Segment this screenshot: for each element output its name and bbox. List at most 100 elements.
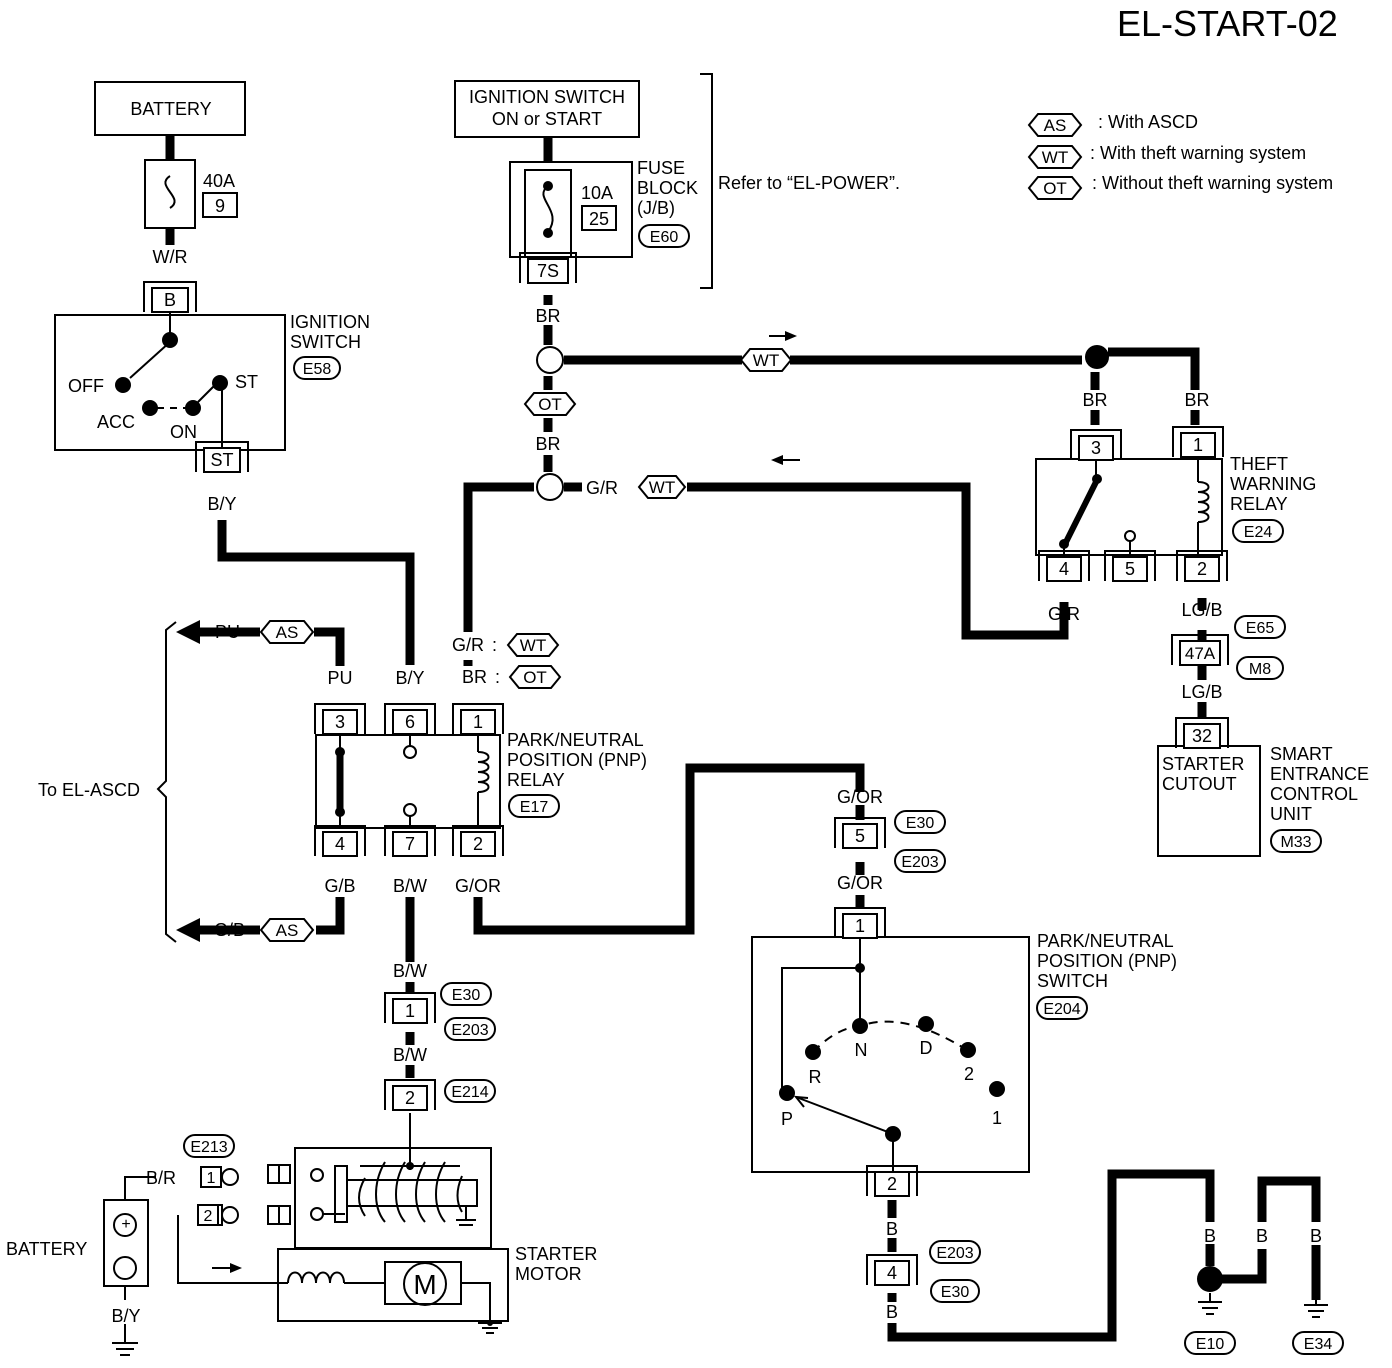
conn-relay-1: 1	[452, 703, 504, 735]
theft-relay-line3: RELAY	[1230, 494, 1288, 514]
starter-term-1-label: 1	[207, 1170, 216, 1187]
wire-g-b-bottom: G/B	[214, 920, 245, 940]
conn-5: 5	[834, 817, 886, 849]
code-e10-label: E10	[1196, 1336, 1225, 1353]
code-e203-b-w-label: E203	[451, 1022, 488, 1039]
conn-relay-3-label: 3	[335, 712, 345, 732]
pnp-pos-r: R	[809, 1067, 822, 1087]
wire-b-w-lower: B/W	[393, 1045, 427, 1065]
conn-relay-6-label: 6	[405, 712, 415, 732]
label-boxes	[94, 80, 640, 231]
wire-b-w-relay: B/W	[393, 876, 427, 896]
wire-b-y-battery: B/Y	[111, 1306, 140, 1326]
code-e203-g-or-label: E203	[901, 854, 938, 871]
conn-theft-1: 1	[1172, 426, 1224, 458]
conn-theft-2: 2	[1176, 550, 1228, 582]
conn-theft-2-label: 2	[1197, 559, 1207, 579]
conn-relay-6: 6	[384, 703, 436, 735]
fuse-block-code: E60	[638, 224, 690, 248]
code-e30-g-or: E30	[894, 810, 946, 834]
pnp-switch-code: E204	[1036, 996, 1088, 1020]
pnp-relay-code-label: E17	[520, 799, 549, 816]
wire-b-ground-2: B	[1256, 1226, 1268, 1246]
thin-wires	[124, 1113, 1317, 1343]
colon-br: :	[495, 667, 500, 687]
wire-g-or-relay: G/OR	[455, 876, 501, 896]
smart-unit-line4: UNIT	[1270, 804, 1312, 824]
battery-top-label: BATTERY	[130, 99, 211, 119]
battery-plus-sign: +	[121, 1216, 130, 1233]
starter-motor-line1: STARTER	[515, 1244, 597, 1264]
code-e214: E214	[444, 1079, 496, 1103]
code-e203-b: E203	[929, 1240, 981, 1264]
fuse-number: 25	[589, 209, 609, 229]
conn-theft-3-label: 3	[1091, 438, 1101, 458]
conn-relay-1-label: 1	[473, 712, 483, 732]
wire-b-pnp-upper: B	[886, 1219, 898, 1239]
pnp-pos-n: N	[855, 1040, 868, 1060]
code-e214-label: E214	[451, 1084, 488, 1101]
pnp-relay-code: E17	[508, 794, 560, 818]
wt-tag-top-label: WT	[753, 351, 779, 370]
theft-warning-relay-body	[1035, 458, 1261, 857]
smart-unit-code-label: M33	[1280, 834, 1311, 851]
theft-relay-code: E24	[1232, 519, 1284, 543]
legend-as-text: : With ASCD	[1098, 112, 1198, 132]
code-e65: E65	[1234, 615, 1286, 639]
as-tag-top-label: AS	[276, 623, 299, 642]
conn-b: B	[143, 281, 197, 313]
conn-relay-7-label: 7	[405, 834, 415, 854]
wire-pu-relay: PU	[327, 668, 352, 688]
pnp-switch-line3: SWITCH	[1037, 971, 1108, 991]
conn-theft-5-label: 5	[1125, 559, 1135, 579]
conn-st-label: ST	[210, 450, 233, 470]
ignition-pos-acc: ACC	[97, 412, 135, 432]
code-e30-b-label: E30	[941, 1284, 970, 1301]
conn-pnp-1-label: 1	[855, 916, 865, 936]
pnp-pos-d: D	[920, 1038, 933, 1058]
conn-4: 4	[866, 1254, 918, 1286]
as-tag-bottom-label: AS	[276, 921, 299, 940]
fuse-block-line3: (J/B)	[637, 198, 675, 218]
wire-br-fuse: BR	[535, 306, 560, 326]
code-e34: E34	[1292, 1331, 1344, 1355]
conn-theft-4: 4	[1038, 550, 1090, 582]
conn-theft-5: 5	[1104, 550, 1156, 582]
pnp-pos-1: 1	[992, 1108, 1002, 1128]
pnp-relay-line1: PARK/NEUTRAL	[507, 730, 644, 750]
conn-47a	[1171, 634, 1229, 666]
legend-as-tag: AS	[1027, 113, 1083, 137]
wire-g-r-wt: G/R	[452, 635, 484, 655]
code-e65-label: E65	[1246, 620, 1275, 637]
wt-tag-relay: WT	[506, 633, 560, 657]
refer-note: Refer to “EL-POWER”.	[718, 173, 900, 193]
ignition-switch-line2: SWITCH	[290, 332, 361, 352]
code-e213-label: E213	[190, 1139, 227, 1156]
starter-motor-line2: MOTOR	[515, 1264, 582, 1284]
wire-w-r: W/R	[153, 247, 188, 267]
conn-relay-4: 4	[314, 825, 366, 857]
ignition-power-line2: ON or START	[492, 109, 602, 129]
conn-relay-2: 2	[452, 825, 504, 857]
wire-pu-top: PU	[215, 622, 240, 642]
conn-7s: 7S	[519, 252, 577, 284]
pnp-switch-body	[751, 936, 1030, 1178]
starter-term-2: 2	[197, 1204, 219, 1226]
page-title: EL-START-02	[1117, 3, 1338, 44]
wt-tag-relay-label: WT	[520, 636, 546, 655]
pnp-switch-code-label: E204	[1043, 1001, 1080, 1018]
legend-ot-tag-label: OT	[1043, 179, 1067, 198]
code-e30-g-or-label: E30	[906, 815, 935, 832]
code-pills: E60E58E24E65M8M33E17E30E203E204E30E203E2…	[183, 113, 1344, 1355]
ignition-power-line1: IGNITION SWITCH	[469, 87, 625, 107]
conn-pnp-2-label: 2	[887, 1174, 897, 1194]
starter-cutout-line1: STARTER	[1162, 754, 1244, 774]
legend-wt-text: : With theft warning system	[1090, 143, 1306, 163]
conn-relay-4-label: 4	[335, 834, 345, 854]
fuse-block-line1: FUSE	[637, 158, 685, 178]
conn-pnp-1: 1	[834, 907, 886, 939]
conn-7s-label: 7S	[537, 261, 559, 281]
conn-theft-1-label: 1	[1193, 435, 1203, 455]
conn-b-label: B	[164, 290, 176, 310]
